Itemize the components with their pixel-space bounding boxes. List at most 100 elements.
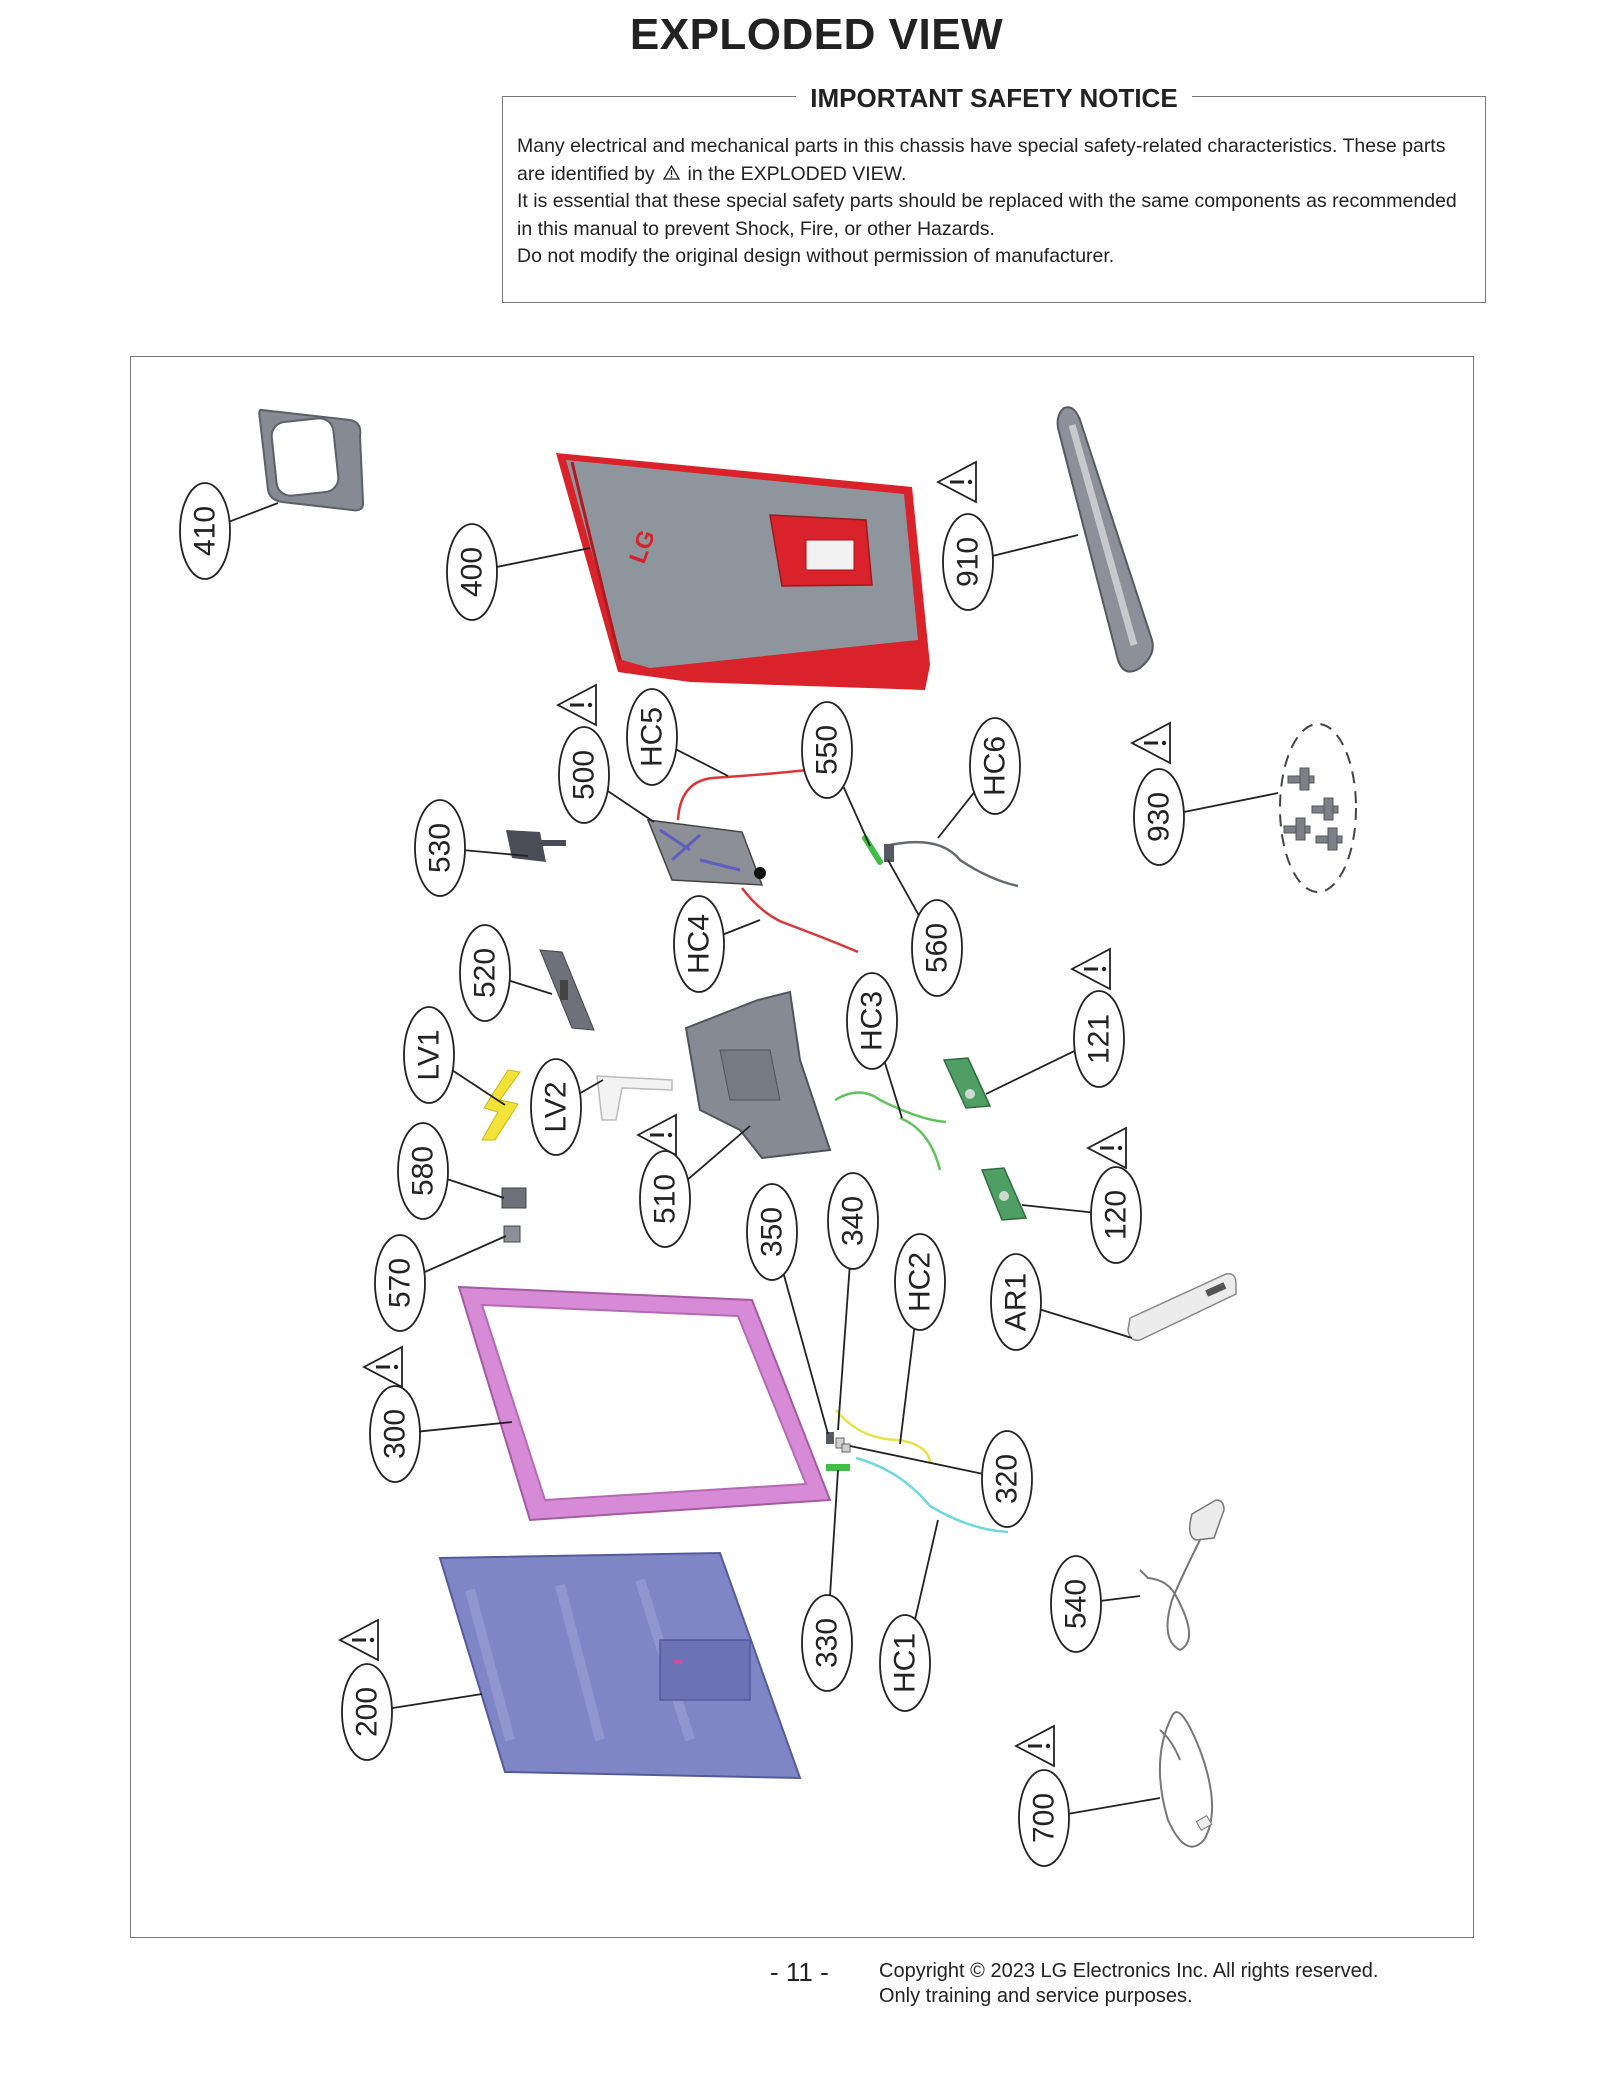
callout-label: 510 bbox=[649, 1174, 682, 1224]
callout-label: HC6 bbox=[979, 736, 1012, 796]
safety-warning-icon bbox=[936, 460, 977, 504]
callout-label: 410 bbox=[189, 506, 222, 556]
part-400-back-cover: LG bbox=[556, 453, 930, 690]
callout-leader-line bbox=[509, 979, 553, 995]
callout-bubble bbox=[179, 482, 231, 580]
callout-leader-line bbox=[992, 534, 1079, 557]
callout-label: LV2 bbox=[540, 1081, 573, 1132]
part-520-bracket bbox=[539, 949, 595, 1031]
callout-leader-line bbox=[423, 1235, 507, 1274]
callout-bubble bbox=[746, 1183, 798, 1281]
callout-leader-line bbox=[782, 1274, 829, 1435]
safety-notice-body: Many electrical and mechanical parts in … bbox=[517, 133, 1471, 271]
callout-label: 300 bbox=[379, 1409, 412, 1459]
callout-bubble bbox=[969, 717, 1021, 815]
callout-leader-line bbox=[937, 791, 975, 839]
page-title: EXPLODED VIEW bbox=[629, 10, 1004, 59]
part-340 bbox=[835, 1437, 845, 1449]
callout-550: 550 bbox=[801, 701, 871, 847]
callout-340: 340 bbox=[827, 1172, 879, 1431]
callout-bubble bbox=[981, 1430, 1033, 1528]
callout-bubble bbox=[1073, 990, 1125, 1088]
callout-label: HC1 bbox=[889, 1633, 922, 1693]
callout-label: 580 bbox=[407, 1146, 440, 1196]
part-120-pcb bbox=[980, 1167, 1028, 1221]
callout-200: 200 bbox=[338, 1618, 483, 1761]
callout-label: 520 bbox=[469, 948, 502, 998]
callout-410: 410 bbox=[179, 482, 279, 580]
notice-line-5: Do not modify the original design withou… bbox=[517, 245, 1115, 267]
callout-label: 500 bbox=[568, 750, 601, 800]
callout-label: 200 bbox=[351, 1687, 384, 1737]
callout-leader-line bbox=[607, 790, 655, 823]
callout-930: 930 bbox=[1130, 721, 1279, 866]
callout-330: 330 bbox=[801, 1469, 853, 1692]
part-300-middle-frame bbox=[457, 1285, 832, 1522]
callout-520: 520 bbox=[459, 924, 553, 1022]
callout-bubble bbox=[673, 895, 725, 993]
callout-bubble bbox=[894, 1233, 946, 1331]
notice-line-1: Many electrical and mechanical parts in … bbox=[517, 135, 1446, 157]
part-560 bbox=[884, 844, 894, 862]
callout-leader-line bbox=[723, 919, 761, 936]
callout-lv2: LV2 bbox=[530, 1058, 604, 1156]
callout-label: HC5 bbox=[636, 707, 669, 767]
part-540-adapter bbox=[1139, 1499, 1225, 1652]
callout-540: 540 bbox=[1050, 1555, 1141, 1653]
callout-label: 330 bbox=[811, 1618, 844, 1668]
callout-bubble bbox=[530, 1058, 582, 1156]
callout-570: 570 bbox=[374, 1234, 507, 1332]
callout-leader-line bbox=[899, 1328, 916, 1445]
callout-label: 540 bbox=[1060, 1579, 1093, 1629]
callout-bubble bbox=[558, 726, 610, 824]
callout-120: 120 bbox=[1021, 1126, 1142, 1264]
callout-label: 350 bbox=[756, 1207, 789, 1257]
callout-910: 910 bbox=[936, 460, 1079, 611]
callout-bubble bbox=[846, 972, 898, 1070]
callout-label: 121 bbox=[1083, 1014, 1116, 1064]
safety-warning-icon bbox=[1070, 947, 1111, 991]
callout-lv1: LV1 bbox=[403, 1006, 506, 1106]
callout-bubble bbox=[1018, 1769, 1070, 1867]
callout-700: 700 bbox=[1014, 1724, 1161, 1867]
wire-hc3 bbox=[834, 1091, 947, 1171]
callout-300: 300 bbox=[362, 1345, 513, 1483]
callout-label: HC3 bbox=[856, 991, 889, 1051]
callout-bubble bbox=[827, 1172, 879, 1270]
part-lv2-cable bbox=[596, 1075, 673, 1121]
callout-leader-line bbox=[496, 547, 591, 568]
callout-580: 580 bbox=[397, 1122, 505, 1220]
part-121-pcb bbox=[942, 1057, 992, 1109]
part-500-main-board bbox=[646, 819, 766, 886]
callout-hc6: HC6 bbox=[937, 717, 1021, 839]
callout-leader-line bbox=[579, 1079, 604, 1095]
callout-label: HC4 bbox=[683, 914, 716, 974]
warning-triangle-icon bbox=[660, 161, 682, 189]
callout-500: 500 bbox=[556, 683, 655, 824]
callout-leader-line bbox=[675, 748, 729, 777]
safety-warning-icon bbox=[338, 1618, 379, 1662]
callout-label: 570 bbox=[384, 1258, 417, 1308]
safety-warning-icon bbox=[362, 1345, 403, 1389]
callout-label: LV1 bbox=[413, 1029, 446, 1080]
callout-320: 320 bbox=[849, 1430, 1033, 1528]
callout-leader-line bbox=[419, 1421, 513, 1433]
wire-hc6 bbox=[889, 840, 1019, 888]
callout-bubble bbox=[341, 1663, 393, 1761]
notice-line-3: It is essential that these special safet… bbox=[517, 190, 1457, 212]
safety-warning-icon bbox=[1086, 1126, 1127, 1170]
callout-530: 530 bbox=[414, 799, 529, 897]
callout-leader-line bbox=[687, 1125, 751, 1181]
callout-leader-line bbox=[985, 1049, 1076, 1095]
callout-label: 560 bbox=[921, 923, 954, 973]
callout-bubble bbox=[1050, 1555, 1102, 1653]
callout-bubble bbox=[403, 1006, 455, 1104]
notice-line-4: in this manual to prevent Shock, Fire, o… bbox=[517, 217, 995, 240]
callout-leader-line bbox=[914, 1519, 939, 1620]
part-200-lcd-panel bbox=[438, 1551, 802, 1780]
diagram-frame bbox=[130, 356, 1474, 1938]
callout-leader-line bbox=[1183, 792, 1279, 813]
copyright-line-1: Copyright © 2023 LG Electronics Inc. All… bbox=[879, 1960, 1379, 1982]
safety-warning-icon bbox=[1130, 721, 1171, 765]
